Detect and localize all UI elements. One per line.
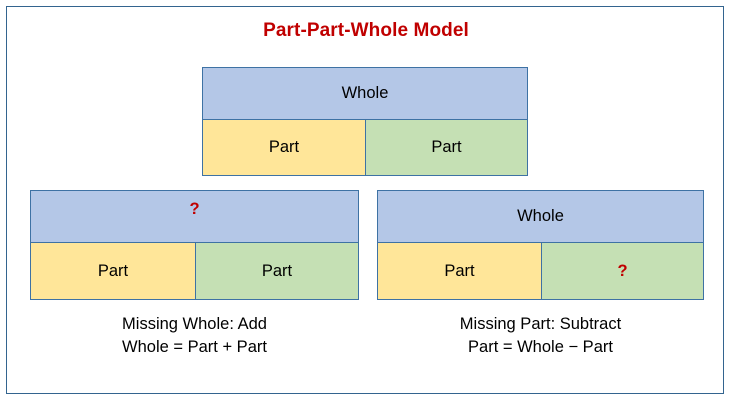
- missing-part-caption-line1: Missing Part: Subtract: [459, 315, 622, 333]
- unknown-question-mark: ?: [189, 200, 200, 218]
- missing-whole-caption-line2: Whole = Part + Part: [122, 338, 267, 356]
- missing-whole-caption: Missing Whole: Add Whole = Part + Part: [30, 313, 359, 359]
- missing-part-unknown-bar: ?: [541, 242, 704, 300]
- missing-part-model: Whole Part ?: [377, 190, 704, 300]
- unknown-question-mark: ?: [617, 261, 628, 280]
- reference-part-right-bar: Part: [365, 119, 528, 176]
- missing-whole-caption-line1: Missing Whole: Add: [122, 315, 267, 333]
- reference-part-left-bar: Part: [202, 119, 366, 176]
- reference-whole-bar: Whole: [202, 67, 528, 120]
- page-title: Part-Part-Whole Model: [263, 20, 469, 41]
- part-part-whole-reference-model: Whole Part Part: [202, 67, 528, 176]
- missing-whole-part-right-bar: Part: [195, 242, 359, 300]
- missing-part-part-left-bar: Part: [377, 242, 542, 300]
- missing-whole-part-left-bar: Part: [30, 242, 196, 300]
- missing-whole-unknown-bar: ?: [30, 190, 359, 243]
- missing-whole-model: ? Part Part: [30, 190, 359, 300]
- missing-part-whole-bar: Whole: [377, 190, 704, 243]
- missing-part-caption-line2: Part = Whole − Part: [468, 338, 613, 356]
- missing-part-caption: Missing Part: Subtract Part = Whole − Pa…: [377, 313, 704, 359]
- diagram-canvas: Part-Part-Whole Model Whole Part Part ? …: [6, 6, 724, 394]
